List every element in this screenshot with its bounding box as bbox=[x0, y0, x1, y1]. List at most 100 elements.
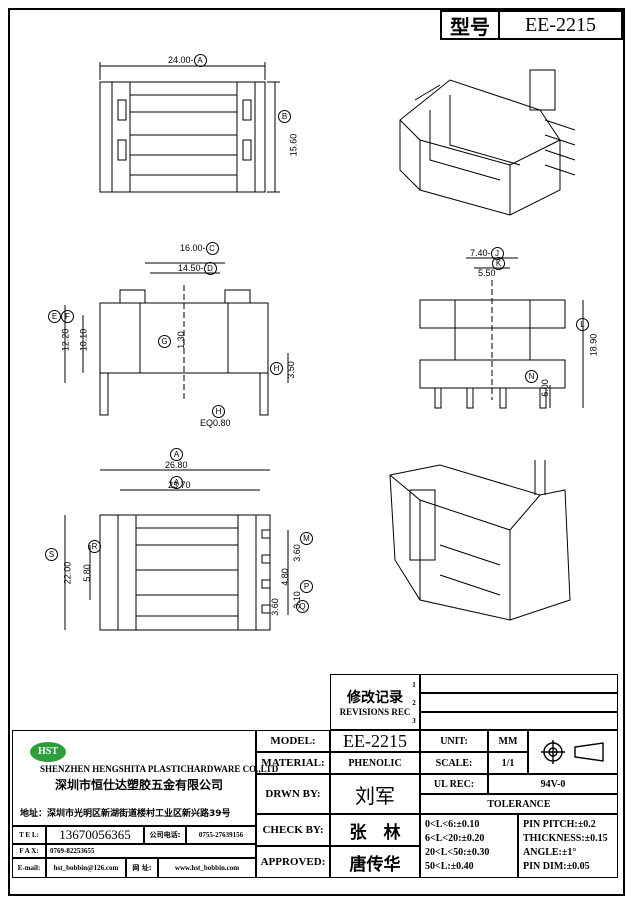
dim-r: 5.80 bbox=[81, 564, 92, 582]
check-value: 张 林 bbox=[330, 814, 420, 846]
tolerance-label: TOLERANCE bbox=[420, 794, 618, 814]
iso-view-bottom bbox=[389, 460, 571, 621]
drawn-value: 刘军 bbox=[330, 774, 420, 814]
fax-value: 0769-82253655 bbox=[46, 844, 256, 858]
company-box bbox=[12, 730, 256, 826]
model-value: EE-2215 bbox=[330, 730, 420, 752]
tolerance-range-1: 0<L<6:±0.10 bbox=[425, 819, 480, 830]
pin-pitch: PIN PITCH:±0.2 bbox=[523, 819, 596, 830]
header-model-value: EE-2215 bbox=[498, 10, 623, 40]
dim-label-p: P bbox=[300, 580, 313, 593]
dim-label-l: L bbox=[576, 318, 589, 331]
scale-value: 1/1 bbox=[488, 752, 528, 774]
dim-label-s: S bbox=[45, 548, 58, 561]
dim-label-a-bottom2: A bbox=[170, 476, 183, 489]
revision-num-3: 3 bbox=[412, 717, 416, 725]
dim-p1: 4.80 bbox=[279, 568, 290, 586]
pin-dim: PIN DIM:±0.05 bbox=[523, 861, 590, 872]
dim-label-h-side: H bbox=[270, 362, 283, 375]
side-view bbox=[419, 257, 584, 409]
projection-symbol-icon bbox=[541, 740, 604, 764]
tolerance-range-3: 20<L<50:±0.30 bbox=[425, 847, 490, 858]
dim-label-h: H bbox=[212, 405, 225, 418]
dim-bottom-a: 26.80 bbox=[165, 460, 188, 470]
company-logo: HST bbox=[30, 742, 66, 762]
ul-value: 94V-0 bbox=[488, 774, 618, 794]
revision-num-2: 2 bbox=[412, 699, 416, 707]
dim-d: 14.50 bbox=[178, 263, 201, 273]
dim-j: 7.40 bbox=[470, 248, 488, 258]
company-name-en: SHENZHEN HENGSHITA PLASTICHARDWARE CO.,L… bbox=[40, 764, 279, 774]
dim-label-n: N bbox=[525, 370, 538, 383]
dim-e: 12.20 bbox=[60, 328, 71, 352]
material-value: PHENOLIC bbox=[330, 752, 420, 774]
bottom-view bbox=[64, 469, 289, 631]
material-label: MATERIAL: bbox=[256, 752, 330, 774]
dim-k: 5.50 bbox=[478, 268, 496, 278]
tolerance-range-2: 6<L<20:±0.20 bbox=[425, 833, 485, 844]
email-value: hst_bobbin@126.com bbox=[46, 858, 126, 878]
dim-label-r: R bbox=[88, 540, 101, 553]
tel-value: 13670056365 bbox=[46, 826, 144, 844]
company-tel-label: 公司电话: bbox=[144, 826, 186, 844]
dim-label-a-bottom: A bbox=[170, 448, 183, 461]
tolerance-pins: PIN PITCH:±0.2 THICKNESS:±0.15 ANGLE:±1°… bbox=[518, 814, 618, 878]
tolerance-range-4: 50<L:±0.40 bbox=[425, 861, 474, 872]
dim-label-f: F bbox=[61, 310, 74, 323]
dim-top-depth: 15.60 bbox=[288, 133, 299, 157]
dim-n: 6.00 bbox=[539, 379, 550, 397]
dim-label-q: Q bbox=[296, 600, 309, 613]
web-value: www.hst_bobbin.com bbox=[158, 858, 256, 878]
dim-f: 10.10 bbox=[78, 328, 89, 352]
thickness: THICKNESS:±0.15 bbox=[523, 833, 608, 844]
dim-top-width: 24.00 bbox=[168, 55, 191, 65]
company-tel-value: 0755-27639156 bbox=[186, 826, 256, 844]
dim-g: 1.30 bbox=[175, 331, 186, 349]
fax-label: F A X: bbox=[12, 844, 46, 858]
company-address: 地址：深圳市光明区新湖街道楼村工业区新兴路39号 bbox=[20, 809, 231, 819]
approved-label: APPROVED: bbox=[256, 846, 330, 878]
revision-row-1 bbox=[420, 674, 618, 693]
dim-eq: EQ0.80 bbox=[200, 418, 231, 428]
dim-l: 18.90 bbox=[588, 333, 599, 357]
web-label: 网 址: bbox=[126, 858, 158, 878]
unit-label: UNIT: bbox=[420, 730, 488, 752]
dim-label-g: G bbox=[158, 335, 171, 348]
dim-h: 3.50 bbox=[285, 361, 296, 379]
approved-value: 唐传华 bbox=[330, 846, 420, 878]
dim-label-b: B bbox=[278, 110, 291, 123]
dim-m: 3.60 bbox=[291, 544, 302, 562]
email-label: E-mail: bbox=[12, 858, 46, 878]
revision-num-1: 1 bbox=[412, 681, 416, 689]
dim-q: 3.60 bbox=[269, 598, 280, 616]
revision-row-3 bbox=[420, 712, 618, 730]
drawn-label: DRWN BY: bbox=[256, 774, 330, 814]
ul-label: UL REC: bbox=[420, 774, 488, 794]
tel-label: T E L: bbox=[12, 826, 46, 844]
angle: ANGLE:±1° bbox=[523, 847, 577, 858]
iso-view-top bbox=[399, 69, 576, 216]
dim-s: 22.00 bbox=[62, 561, 73, 585]
dim-label-e: E bbox=[48, 310, 61, 323]
projection-symbol-box bbox=[528, 730, 618, 774]
scale-label: SCALE: bbox=[420, 752, 488, 774]
top-view bbox=[99, 62, 280, 193]
dim-label-d: D bbox=[203, 262, 217, 275]
revisions-title: 修改记录 bbox=[347, 690, 403, 706]
dim-label-k: K bbox=[492, 257, 505, 270]
dim-c: 16.00 bbox=[180, 243, 203, 253]
model-label: MODEL: bbox=[256, 730, 330, 752]
company-name-cn: 深圳市恒仕达塑胶五金有限公司 bbox=[55, 778, 224, 792]
revisions-subtitle: REVISIONS REC bbox=[339, 707, 411, 717]
tolerance-ranges: 0<L<6:±0.10 6<L<20:±0.20 20<L<50:±0.30 5… bbox=[420, 814, 518, 878]
revision-row-2 bbox=[420, 693, 618, 712]
dim-label-c: C bbox=[205, 242, 219, 255]
check-label: CHECK BY: bbox=[256, 814, 330, 846]
unit-value: MM bbox=[488, 730, 528, 752]
dim-bottom-a2: 23.70 bbox=[168, 480, 191, 490]
dim-label-a: A bbox=[193, 54, 207, 67]
drawing-frame bbox=[8, 8, 625, 896]
revisions-box: 修改记录 REVISIONS REC bbox=[330, 674, 420, 730]
dim-label-m: M bbox=[300, 532, 313, 545]
